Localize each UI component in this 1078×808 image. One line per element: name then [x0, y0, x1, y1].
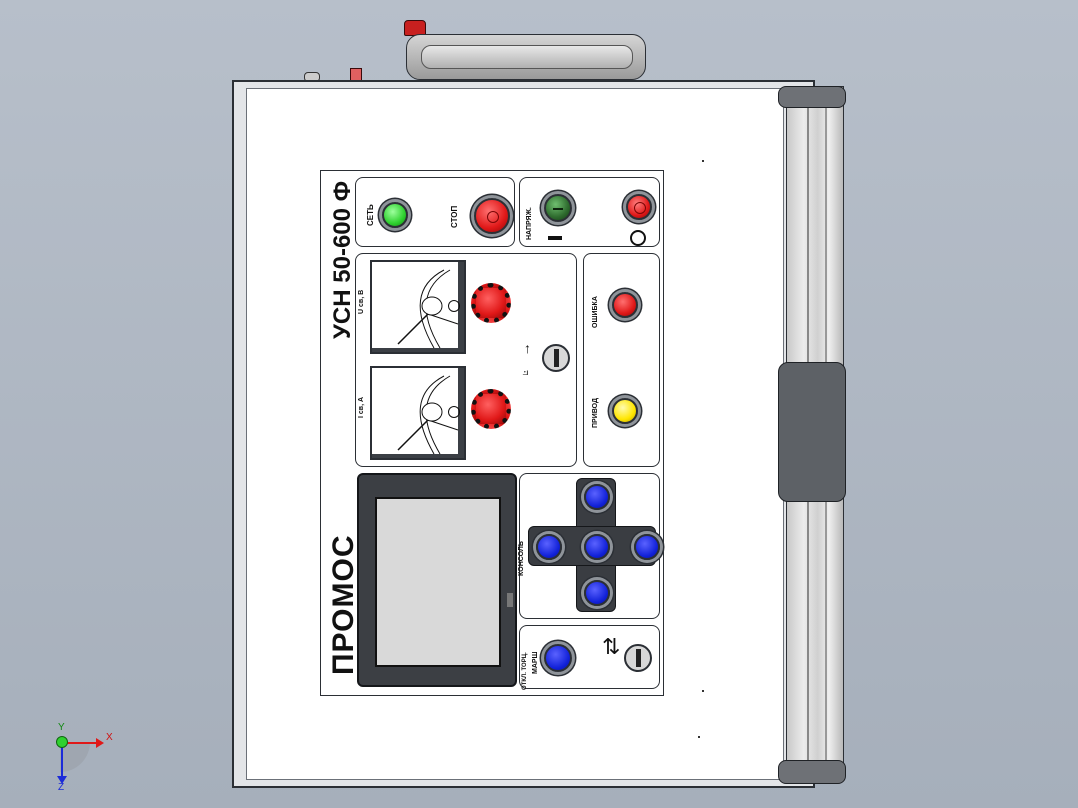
rail-cap-top [778, 86, 846, 108]
carry-handle [406, 34, 646, 80]
stop-button[interactable] [474, 198, 510, 234]
march-button[interactable] [544, 644, 572, 672]
front-panel: УСН 50-600 Ф ПРОМОС СЕТЬ СТОП НАПРЯЖ. [320, 170, 664, 696]
console-label: КОНСОЛЬ [518, 541, 525, 576]
u-meter-label: U св, В [358, 289, 365, 314]
current-dial[interactable] [471, 389, 511, 429]
u-zero-icon [448, 300, 460, 312]
direction-arrows-icon: ⇅ [602, 634, 621, 659]
voltage-on-button[interactable] [544, 194, 572, 222]
voltage-dial[interactable] [471, 283, 511, 323]
i-zero-icon [448, 406, 460, 418]
dpad-up-button[interactable] [584, 484, 610, 510]
mark-dot-2 [702, 690, 704, 692]
on-symbol [548, 236, 562, 240]
dpad-right-button[interactable] [634, 534, 660, 560]
i-meter-label: I св, А [358, 396, 365, 418]
mark-dot-3 [698, 736, 700, 738]
error-lamp-red[interactable] [612, 292, 638, 318]
console-section: КОНСОЛЬ [518, 473, 660, 619]
x-axis-label: X [106, 732, 113, 743]
off-symbol [630, 230, 646, 246]
drive-label: ПРИВОД [592, 398, 599, 428]
x-axis-arrow [62, 742, 100, 744]
model-title: УСН 50-600 Ф [329, 180, 356, 339]
voltage-label: НАПРЯЖ. [526, 207, 533, 240]
mode-ramp-icon: ⟓ [522, 362, 529, 378]
voltage-section: НАПРЯЖ. [519, 177, 660, 247]
current-meter [370, 366, 466, 460]
z-axis-arrow [61, 742, 63, 778]
display-vendor-mark [507, 593, 513, 607]
rail-cap-bottom [778, 760, 846, 784]
power-section: СЕТЬ СТОП [355, 177, 515, 247]
y-axis-label: Y [58, 722, 65, 733]
power-lamp-green[interactable] [382, 202, 408, 228]
dpad-left-button[interactable] [536, 534, 562, 560]
mode-selector-switch[interactable] [542, 344, 570, 372]
touch-screen[interactable] [375, 497, 501, 667]
display-frame [357, 473, 517, 687]
march-top-label: ОТКЛ. ТОРЦ. [522, 652, 528, 690]
march-section: ОТКЛ. ТОРЦ. МАРШ ⇅ [519, 625, 660, 690]
stop-label: СТОП [450, 205, 459, 228]
axis-triad: X Y Z [48, 722, 118, 798]
drive-lamp-yellow[interactable] [612, 398, 638, 424]
dpad-center-button[interactable] [584, 534, 610, 560]
error-label: ОШИБКА [592, 296, 599, 328]
y-axis-marker [56, 736, 68, 748]
dpad-down-button[interactable] [584, 580, 610, 606]
brand-logo: ПРОМОС [327, 534, 360, 675]
voltage-off-button[interactable] [626, 194, 652, 220]
march-label: МАРШ [532, 651, 539, 674]
power-label: СЕТЬ [366, 204, 375, 226]
mode-arrow-icon: ↑ [524, 340, 531, 356]
status-section: ОШИБКА ПРИВОД [583, 253, 660, 467]
meters-section: U св, В I св, А ↑ ⟓ [355, 253, 577, 467]
direction-switch[interactable] [624, 644, 652, 672]
mark-dot-1 [702, 160, 704, 162]
side-handle-grip[interactable] [778, 362, 846, 502]
z-axis-label: Z [58, 782, 65, 793]
